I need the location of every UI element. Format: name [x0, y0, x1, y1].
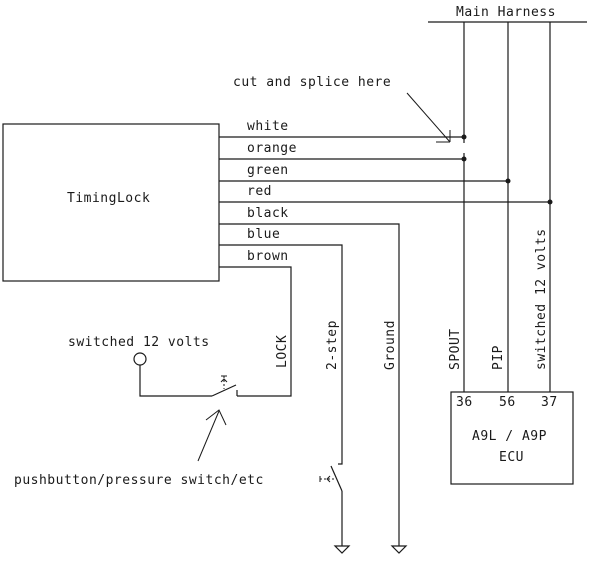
wire-label-orange: orange	[247, 141, 297, 156]
junction-orange	[461, 156, 467, 162]
ground-label: Ground	[383, 320, 398, 370]
ground-symbol-icon	[333, 545, 351, 554]
two-step-label-group: 2-step	[325, 320, 340, 370]
source-terminal-icon	[133, 352, 147, 366]
wire-label-brown: brown	[247, 249, 289, 264]
two-step-arrow-icon	[326, 475, 331, 483]
pushbutton-arrow-line	[197, 410, 220, 462]
wire-label-green: green	[247, 163, 289, 178]
pushbutton-label: pushbutton/pressure switch/etc	[14, 473, 264, 488]
two-step-label: 2-step	[325, 320, 340, 370]
switch-source-label: switched 12 volts	[68, 335, 210, 350]
pushbutton-arrow-head	[205, 409, 227, 426]
junction-green	[505, 178, 511, 184]
ecu-pin-56: 56	[499, 395, 516, 410]
junction-red	[547, 199, 553, 205]
cut-splice-label: cut and splice here	[233, 75, 391, 90]
two-step-switch-blade	[330, 465, 343, 492]
switched-12v-label: switched 12 volts	[534, 228, 549, 370]
source-wire	[139, 365, 212, 397]
ecu-pin-36: 36	[456, 395, 473, 410]
wire-label-blue: blue	[247, 227, 280, 242]
timinglock-label: TimingLock	[67, 191, 150, 206]
spout-label: SPOUT	[448, 328, 463, 370]
ecu-pin-37: 37	[541, 395, 558, 410]
pip-label: PIP	[491, 345, 506, 370]
ecu-name-label: ECU	[499, 450, 524, 465]
ground-label-group: Ground	[383, 320, 398, 370]
wire-label-black: black	[247, 206, 289, 221]
wire-brown	[219, 266, 292, 397]
wire-label-white: white	[247, 119, 289, 134]
ecu-model-label: A9L / A9P	[472, 429, 547, 444]
lock-label: LOCK	[275, 335, 290, 368]
lock-label-group: LOCK	[275, 335, 290, 368]
lock-switch-arrow-icon	[220, 378, 228, 383]
main-harness-label: Main Harness	[456, 5, 556, 20]
ecu-box	[450, 391, 574, 485]
ground-symbol-icon	[390, 545, 408, 554]
wire-black	[219, 223, 400, 546]
wire-label-red: red	[247, 184, 272, 199]
lock-switch-blade	[211, 384, 237, 397]
wire-blue	[219, 244, 343, 465]
cut-arrow-line	[406, 92, 451, 143]
junction-white	[461, 134, 467, 140]
